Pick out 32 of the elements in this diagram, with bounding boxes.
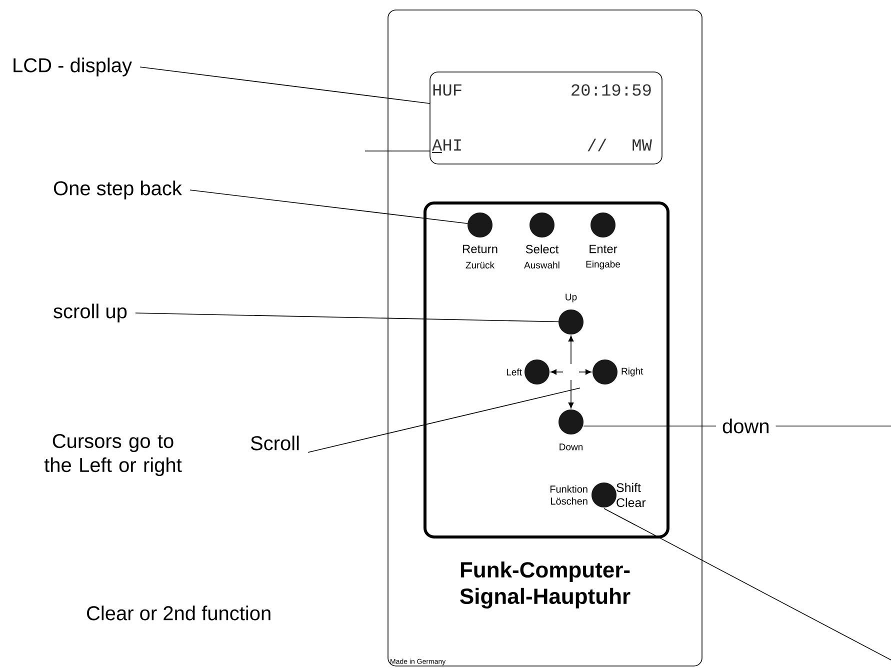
callout-text: scroll up [54,304,127,322]
callout-text: down [722,418,768,434]
callout-text: LCD - display [14,58,132,76]
callout-text: One step back [54,180,182,200]
arrow [568,380,574,408]
button-label: Left [506,368,522,376]
button-label: Enter [590,244,618,254]
arrow [550,369,564,375]
callout-text: Clear or 2nd function [87,606,270,620]
button-label: Down [560,444,583,450]
callout-text: Cursors go to the Left or right [44,434,182,476]
leader-line [364,150,430,152]
button-label: Funktion Löschen [550,485,588,505]
leader-line [190,190,468,224]
keypad-panel [424,202,670,538]
button-label: Up [566,294,577,302]
leader-line [135,312,559,322]
button-label: Select [526,244,559,254]
lcd-display: HUF 20:19:59 AHI // MW [430,72,662,164]
button-label: Shift Clear [616,482,646,508]
device-title: Funk-Computer- Signal-Hauptuhr [460,561,630,608]
callout-text: Scroll [250,436,299,450]
arrow [578,369,592,375]
leader-line [604,508,891,660]
button-label: Eingabe [586,260,620,270]
button-label: Auswahl [524,262,560,268]
button-label: Right [622,368,644,376]
button-label: Zurück [466,262,495,268]
leader-line [308,388,580,453]
leader-line [140,66,430,104]
button-label: Return [462,244,498,254]
arrow [568,336,574,364]
